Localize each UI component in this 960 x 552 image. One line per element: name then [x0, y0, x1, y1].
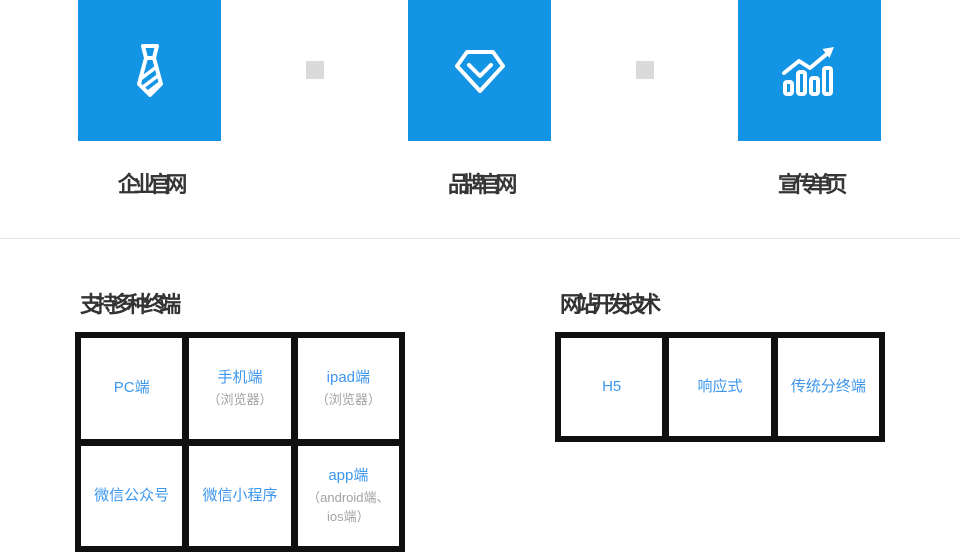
- tech-cell-traditional: 传统分终端: [777, 338, 879, 436]
- service-tile-brand[interactable]: [408, 0, 551, 141]
- tie-icon: [118, 39, 182, 103]
- terminal-cell-ipad: ipad端 （浏览器）: [297, 338, 399, 439]
- tech-title: 传统分终端: [790, 377, 866, 395]
- tech-title: H5: [602, 377, 622, 395]
- connector-square: [636, 61, 654, 79]
- service-tile-corporate[interactable]: [78, 0, 221, 141]
- technologies-table: H5 响应式 传统分终端: [555, 332, 885, 442]
- connector-square: [306, 61, 324, 79]
- terminal-subtitle: （浏览器）: [207, 391, 273, 407]
- terminal-subtitle: （浏览器）: [315, 391, 381, 407]
- tech-cell-h5: H5: [561, 338, 663, 436]
- terminal-cell-wechat-official: 微信公众号: [81, 445, 183, 546]
- terminal-cell-pc: PC端: [81, 338, 183, 439]
- terminals-table: PC端 手机端 （浏览器） ipad端 （浏览器） 微信公众号 微信小程序 ap…: [75, 332, 405, 552]
- terminal-cell-mobile: 手机端 （浏览器）: [189, 338, 291, 439]
- section-divider: [0, 238, 960, 239]
- terminal-title: 微信公众号: [94, 486, 170, 504]
- growth-chart-icon: [778, 39, 842, 103]
- terminal-title: 微信小程序: [202, 486, 278, 504]
- terminal-title: app端: [328, 467, 369, 484]
- diamond-icon: [448, 39, 512, 103]
- terminal-cell-wechat-miniprogram: 微信小程序: [189, 445, 291, 546]
- service-tile-promo[interactable]: [738, 0, 881, 141]
- technologies-heading: 网站开发技术: [560, 292, 661, 317]
- terminal-title: PC端: [113, 379, 150, 396]
- service-label-promo: 宣传单页: [777, 172, 848, 197]
- tech-title: 响应式: [697, 377, 743, 395]
- terminals-heading: 支持多种终端: [80, 292, 181, 317]
- terminal-subtitle: （android端、ios端）: [307, 489, 390, 525]
- terminal-cell-app: app端 （android端、ios端）: [297, 445, 399, 546]
- terminal-title: ipad端: [326, 369, 371, 387]
- tech-cell-responsive: 响应式: [669, 338, 771, 436]
- service-label-brand: 品牌官网: [447, 172, 518, 197]
- terminal-title: 手机端: [217, 369, 263, 387]
- service-label-corporate: 企业官网: [117, 172, 188, 197]
